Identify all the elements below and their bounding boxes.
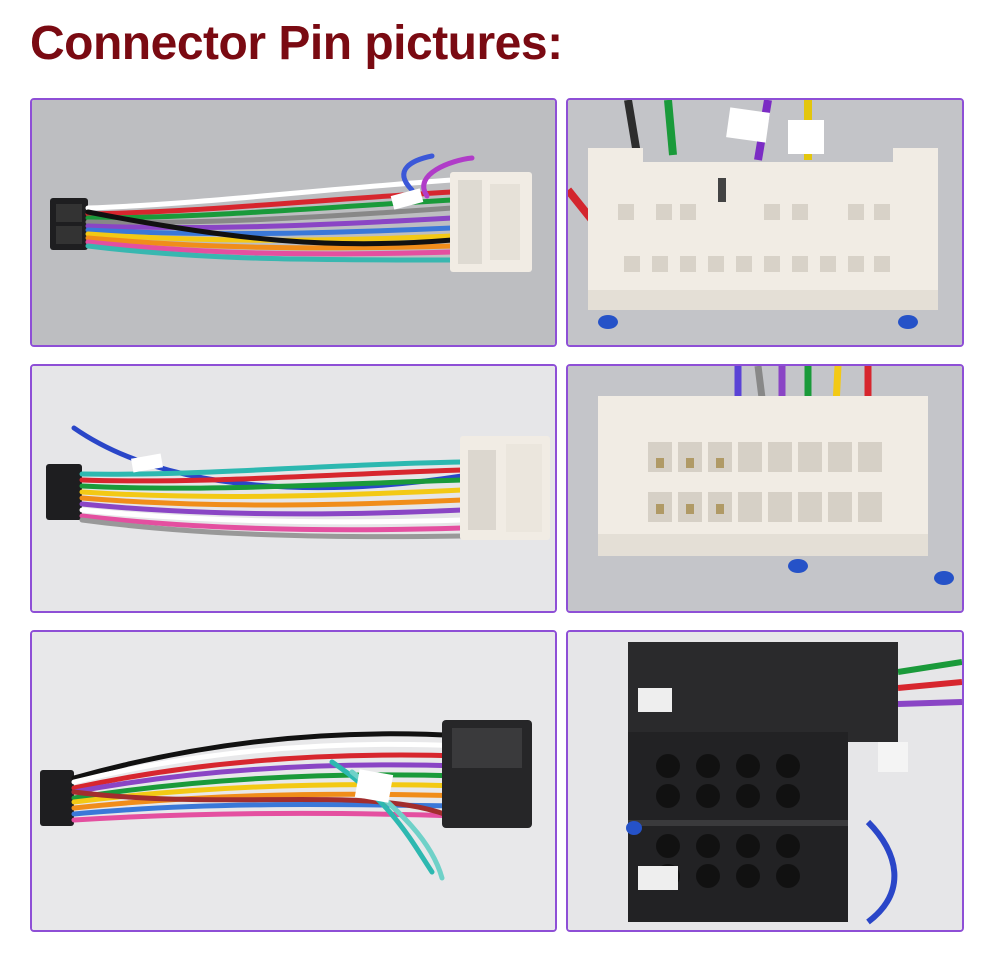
- wiring-harness-icon: [32, 632, 555, 930]
- harness-photo-3: [30, 630, 557, 932]
- harness-photo-1: [30, 98, 557, 347]
- wiring-harness-icon: [32, 366, 555, 611]
- connector-closeup-photo-2: [566, 364, 964, 613]
- page-title: Connector Pin pictures:: [30, 17, 563, 70]
- harness-photo-2: [30, 364, 557, 613]
- white-connector-icon: [568, 366, 962, 611]
- wiring-harness-icon: [32, 100, 555, 345]
- white-connector-icon: [568, 100, 962, 345]
- connector-closeup-photo-3: [566, 630, 964, 932]
- connector-closeup-photo-1: [566, 98, 964, 347]
- black-connector-icon: [568, 632, 962, 930]
